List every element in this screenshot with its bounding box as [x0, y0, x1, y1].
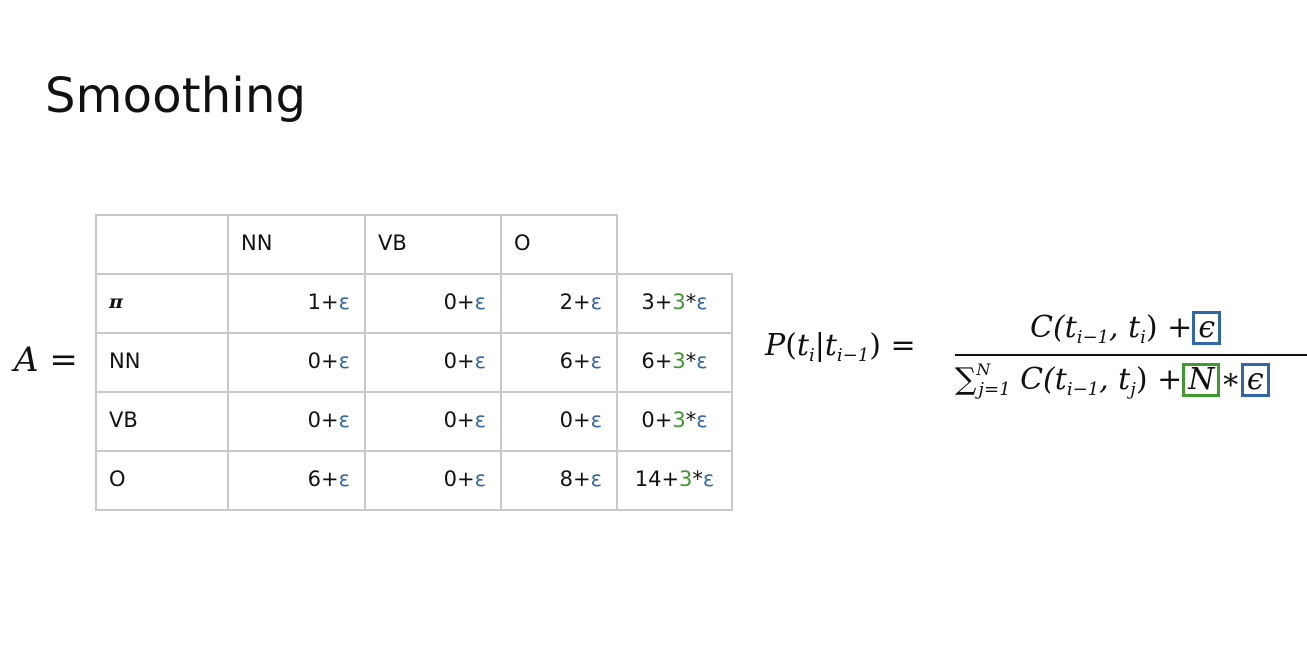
table-cell: 6+ε	[307, 467, 350, 491]
col-header-o: O	[514, 231, 531, 255]
grid-line-h	[95, 273, 733, 275]
table-cell: 0+ε	[443, 349, 486, 373]
grid-line-v	[616, 214, 618, 511]
table-cell: 0+ε	[307, 408, 350, 432]
grid-line-v	[364, 214, 366, 511]
table-cell: 0+ε	[559, 408, 602, 432]
table-cell: 2+ε	[559, 290, 602, 314]
table-cell: 0+ε	[307, 349, 350, 373]
row-total-cell: 6+3*ε	[641, 349, 708, 373]
row-total-cell: 0+3*ε	[641, 408, 708, 432]
row-label-o: O	[109, 467, 126, 491]
col-header-nn: NN	[241, 231, 273, 255]
row-total-cell: 3+3*ε	[641, 290, 708, 314]
row-total-cell: 14+3*ε	[634, 467, 715, 491]
col-header-vb: VB	[378, 231, 407, 255]
formula-numerator: C(ti−1, ti) +ϵ	[1030, 310, 1222, 348]
row-label-pi: π	[109, 291, 123, 313]
formula-denominator: ∑Nj=1 C(ti−1, tj) +N∗ϵ	[955, 360, 1270, 400]
grid-line-h	[95, 391, 733, 393]
grid-line-h	[95, 509, 733, 511]
matrix-label: A =	[14, 340, 78, 380]
table-cell: 0+ε	[443, 408, 486, 432]
grid-line-h	[95, 332, 733, 334]
grid-line-h	[95, 214, 616, 216]
matrix-name: A	[14, 340, 39, 380]
fraction-bar	[955, 354, 1307, 356]
table-cell: 6+ε	[559, 349, 602, 373]
n-box: N	[1182, 363, 1221, 397]
matrix-equals: =	[49, 340, 78, 380]
table-cell: 1+ε	[307, 290, 350, 314]
formula-lhs: P(ti|ti−1) =	[765, 328, 916, 366]
slide-title: Smoothing	[45, 68, 307, 124]
transition-matrix-table: NN VB O π 1+ε 0+ε 2+ε 3+3*ε NN 0+ε 0+ε 6…	[95, 214, 733, 511]
epsilon-box-numerator: ϵ	[1192, 311, 1222, 345]
table-cell: 0+ε	[443, 467, 486, 491]
grid-line-v	[500, 214, 502, 511]
table-cell: 0+ε	[443, 290, 486, 314]
epsilon-box-denominator: ϵ	[1240, 363, 1270, 397]
grid-line-h	[95, 450, 733, 452]
row-label-vb: VB	[109, 408, 138, 432]
grid-line-v	[95, 214, 97, 511]
row-label-nn: NN	[109, 349, 141, 373]
table-cell: 8+ε	[559, 467, 602, 491]
grid-line-v	[227, 214, 229, 511]
